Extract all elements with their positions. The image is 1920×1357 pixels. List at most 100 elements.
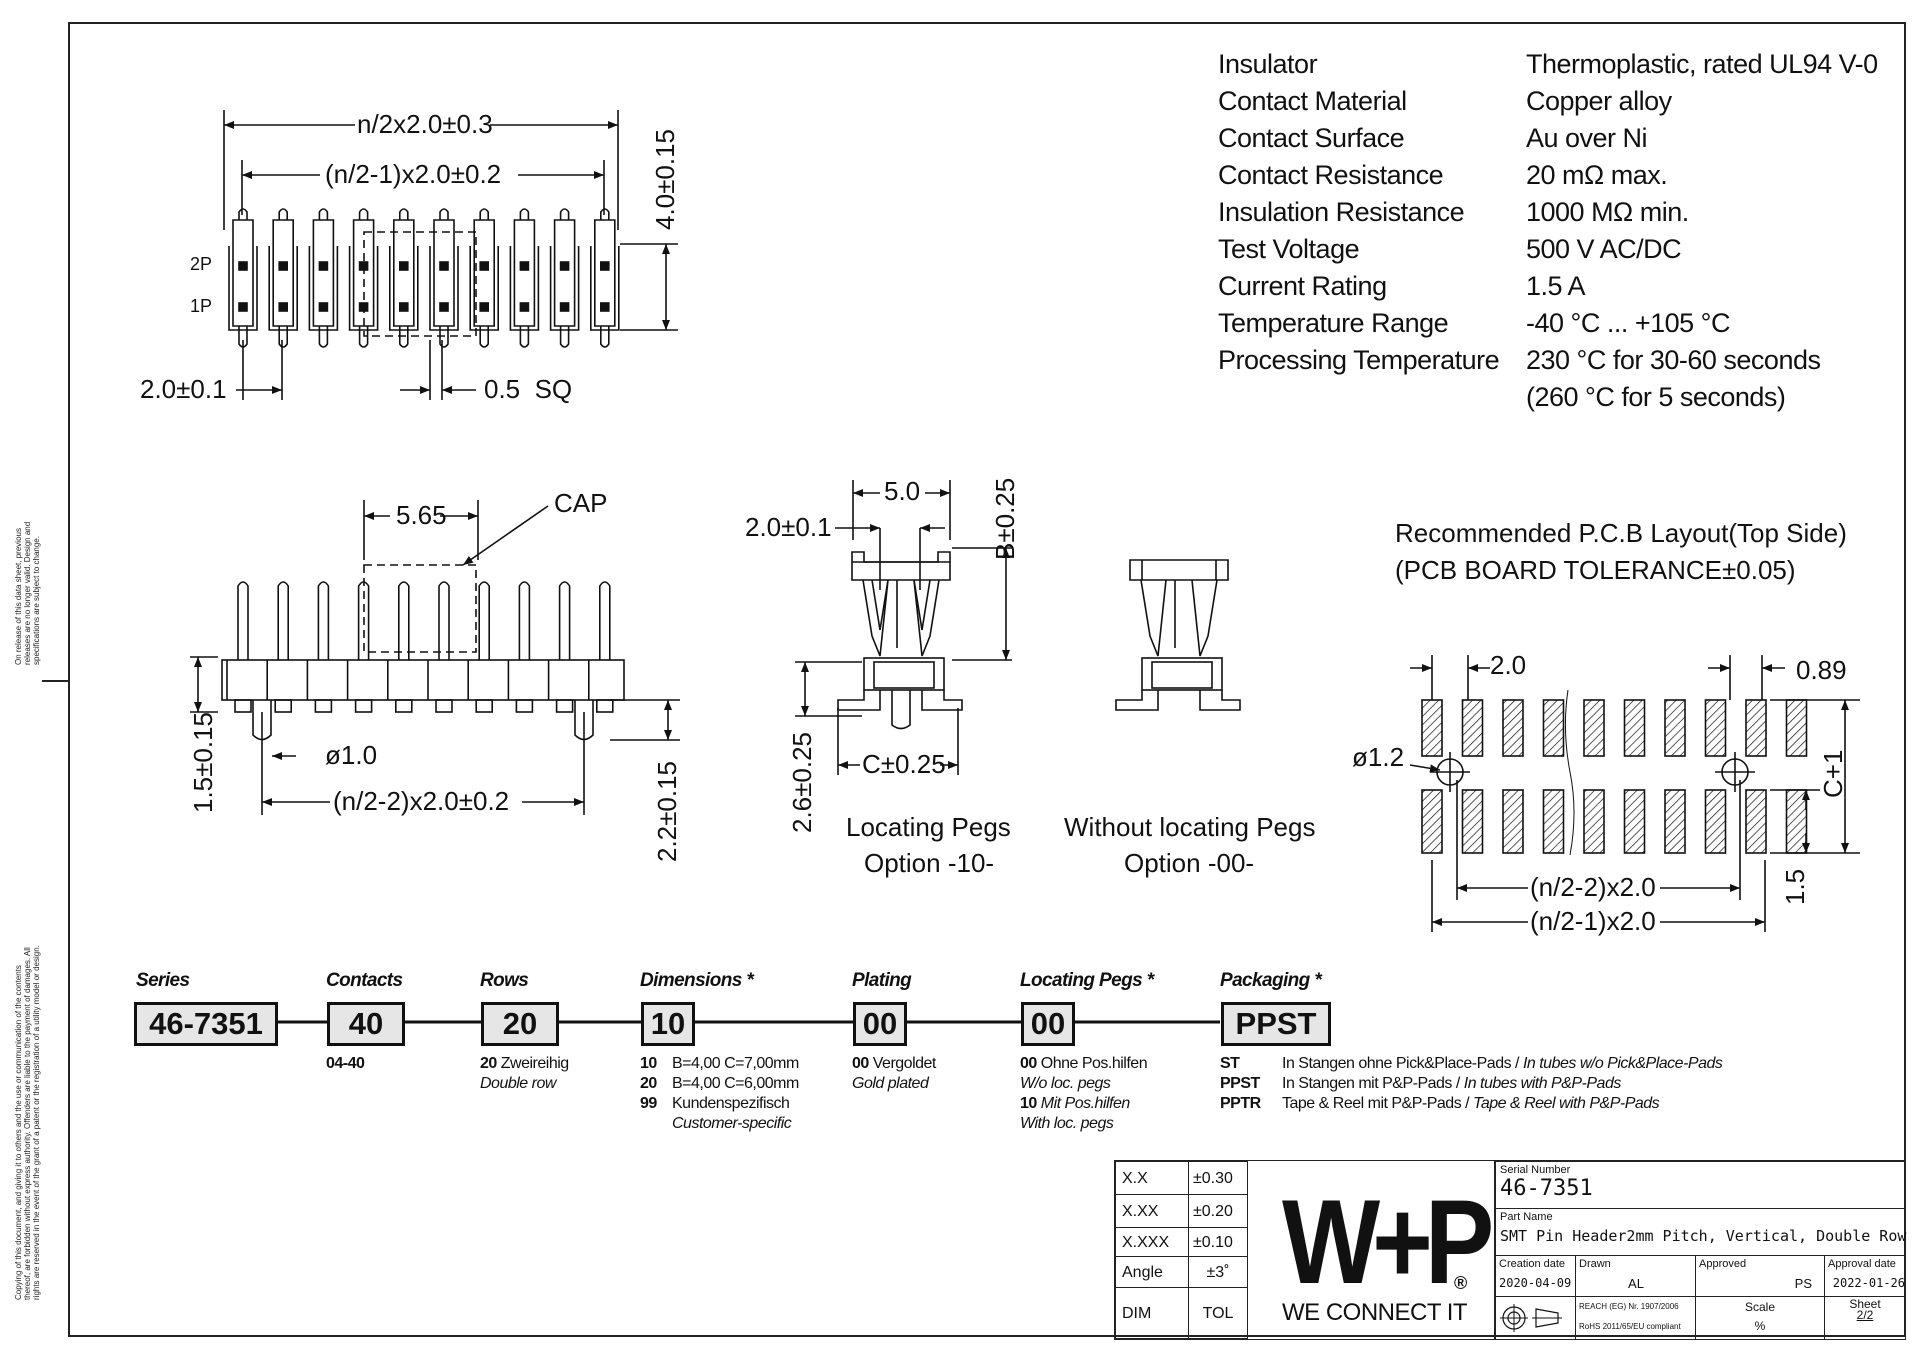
pin-foot xyxy=(595,699,614,713)
logo-box: W+P ® WE CONNECT IT xyxy=(1247,1160,1495,1340)
logo-tagline: WE CONNECT IT xyxy=(1282,1299,1468,1326)
pcb-hole: ø1.2 xyxy=(1352,742,1405,772)
pin-tip xyxy=(559,326,570,348)
pcb-title: Recommended P.C.B Layout(Top Side) xyxy=(1395,518,1847,548)
housing-segment xyxy=(469,246,499,331)
pin-tip xyxy=(519,326,530,348)
approval-date-cell: Approval date 2022-01-26 xyxy=(1824,1255,1906,1297)
tolerance-table: X.X ±0.30 X.XX ±0.20 X.XXX ±0.10 Angle ±… xyxy=(1114,1160,1248,1340)
pcb-pad xyxy=(1704,789,1727,854)
rows-code: 20 xyxy=(481,1002,559,1046)
contacts-options: 04-40 xyxy=(326,1055,365,1072)
cap-outline xyxy=(363,564,477,653)
locating-peg xyxy=(574,700,594,741)
rows-title: Rows xyxy=(480,970,529,991)
scale-cell: Scale % xyxy=(1695,1296,1825,1340)
tol-value: TOL xyxy=(1188,1287,1248,1339)
pin-square xyxy=(559,261,570,271)
dim-pitch: 2.0±0.1 xyxy=(140,374,227,404)
pegs-code: 00 xyxy=(1021,1002,1075,1046)
pin-foot xyxy=(274,699,293,713)
compliance-cell: REACH (EG) Nr. 1907/2006 RoHS 2011/65/EU… xyxy=(1575,1296,1696,1340)
serial-cell: Serial Number 46-7351 xyxy=(1495,1161,1906,1209)
pin-tip xyxy=(439,326,449,348)
registered-mark: ® xyxy=(1454,1273,1468,1293)
packaging-code: PPST xyxy=(1221,1002,1331,1046)
pin-foot xyxy=(515,699,534,713)
cap-label: CAP xyxy=(554,488,608,518)
pcb-pad xyxy=(1542,789,1565,854)
pcb-pad xyxy=(1623,699,1646,757)
pcb-n1: (n/2-1)x2.0 xyxy=(1530,906,1656,936)
pcb-pad xyxy=(1461,789,1484,854)
opt00-code: Option -00- xyxy=(1124,848,1255,878)
pin-tip xyxy=(278,208,288,220)
pin-square xyxy=(278,261,289,271)
pin-tip xyxy=(399,208,409,220)
tol-value: ±3˚ xyxy=(1188,1256,1248,1288)
dim-top-total: n/2x2.0±0.3 xyxy=(357,109,493,139)
pcb-pad xyxy=(1704,699,1727,757)
dim-side-width: 5.0 xyxy=(884,476,921,506)
opt00-title: Without locating Pegs xyxy=(1064,812,1316,842)
pin xyxy=(438,581,450,660)
pcb-pad xyxy=(1502,789,1524,854)
pin-tip xyxy=(479,208,489,220)
pin-foot xyxy=(314,699,333,713)
cap-outline xyxy=(363,231,477,337)
locating-peg xyxy=(252,700,272,741)
dim-side-h: 2.6±0.25 xyxy=(787,731,817,833)
pin-tip xyxy=(318,208,329,220)
pin-tip xyxy=(358,208,369,220)
pin-square xyxy=(519,302,530,312)
pin-tip xyxy=(600,326,610,348)
drawing-frame xyxy=(68,22,1906,1337)
pin-foot xyxy=(435,699,453,713)
pcb-pad xyxy=(1745,699,1767,757)
plating-code: 00 xyxy=(853,1002,907,1046)
pin-tip xyxy=(318,326,329,348)
pin-square xyxy=(519,261,530,271)
pin-foot xyxy=(354,699,373,713)
dim-top-height: 4.0±0.15 xyxy=(650,128,680,230)
pin-tip xyxy=(559,208,570,220)
pin-tip xyxy=(439,208,449,220)
housing-segment xyxy=(308,246,339,331)
pin xyxy=(599,581,611,660)
tol-dim: Angle xyxy=(1115,1256,1189,1288)
plating-title: Plating xyxy=(852,970,912,991)
pcb-15: 1.5 xyxy=(1780,868,1810,905)
dim-peg-height: 1.5±0.15 xyxy=(188,711,218,813)
pegs-options: 00 Ohne Pos.hilfen W/o loc. pegs 10 Mit … xyxy=(1020,1055,1148,1132)
pcb-pad xyxy=(1542,699,1565,757)
opt10-code: Option -10- xyxy=(864,848,995,878)
title-block: Serial Number 46-7351 Part Name SMT Pin … xyxy=(1494,1160,1906,1340)
pcb-pad: 0.89 xyxy=(1796,655,1847,685)
drawn-cell: Drawn AL xyxy=(1575,1255,1696,1297)
row-1p: 1P xyxy=(190,296,213,316)
pcb-pad xyxy=(1583,699,1605,757)
tol-dim: X.XXX xyxy=(1115,1227,1189,1257)
approved-cell: Approved PS xyxy=(1695,1255,1825,1297)
tol-dim: X.XX xyxy=(1115,1194,1189,1228)
pin-square xyxy=(238,302,248,312)
housing-segment xyxy=(590,246,620,331)
dimensions-code: 10 xyxy=(641,1002,695,1046)
pin-tip xyxy=(278,326,288,348)
housing-segment xyxy=(549,246,580,331)
sheet-number: 2/2 xyxy=(1856,1308,1874,1322)
pcb-pad xyxy=(1421,699,1443,757)
pin xyxy=(277,581,289,660)
pcb-c: C+1 xyxy=(1818,749,1848,798)
tol-value: ±0.10 xyxy=(1188,1227,1248,1257)
projection-cell xyxy=(1495,1296,1576,1340)
dimensions-title: Dimensions * xyxy=(640,970,754,991)
pin-square xyxy=(318,302,329,312)
dim-side-pitch: 2.0±0.1 xyxy=(745,512,832,542)
wp-logo: W+P xyxy=(1282,1176,1494,1310)
pin-square xyxy=(479,302,490,312)
